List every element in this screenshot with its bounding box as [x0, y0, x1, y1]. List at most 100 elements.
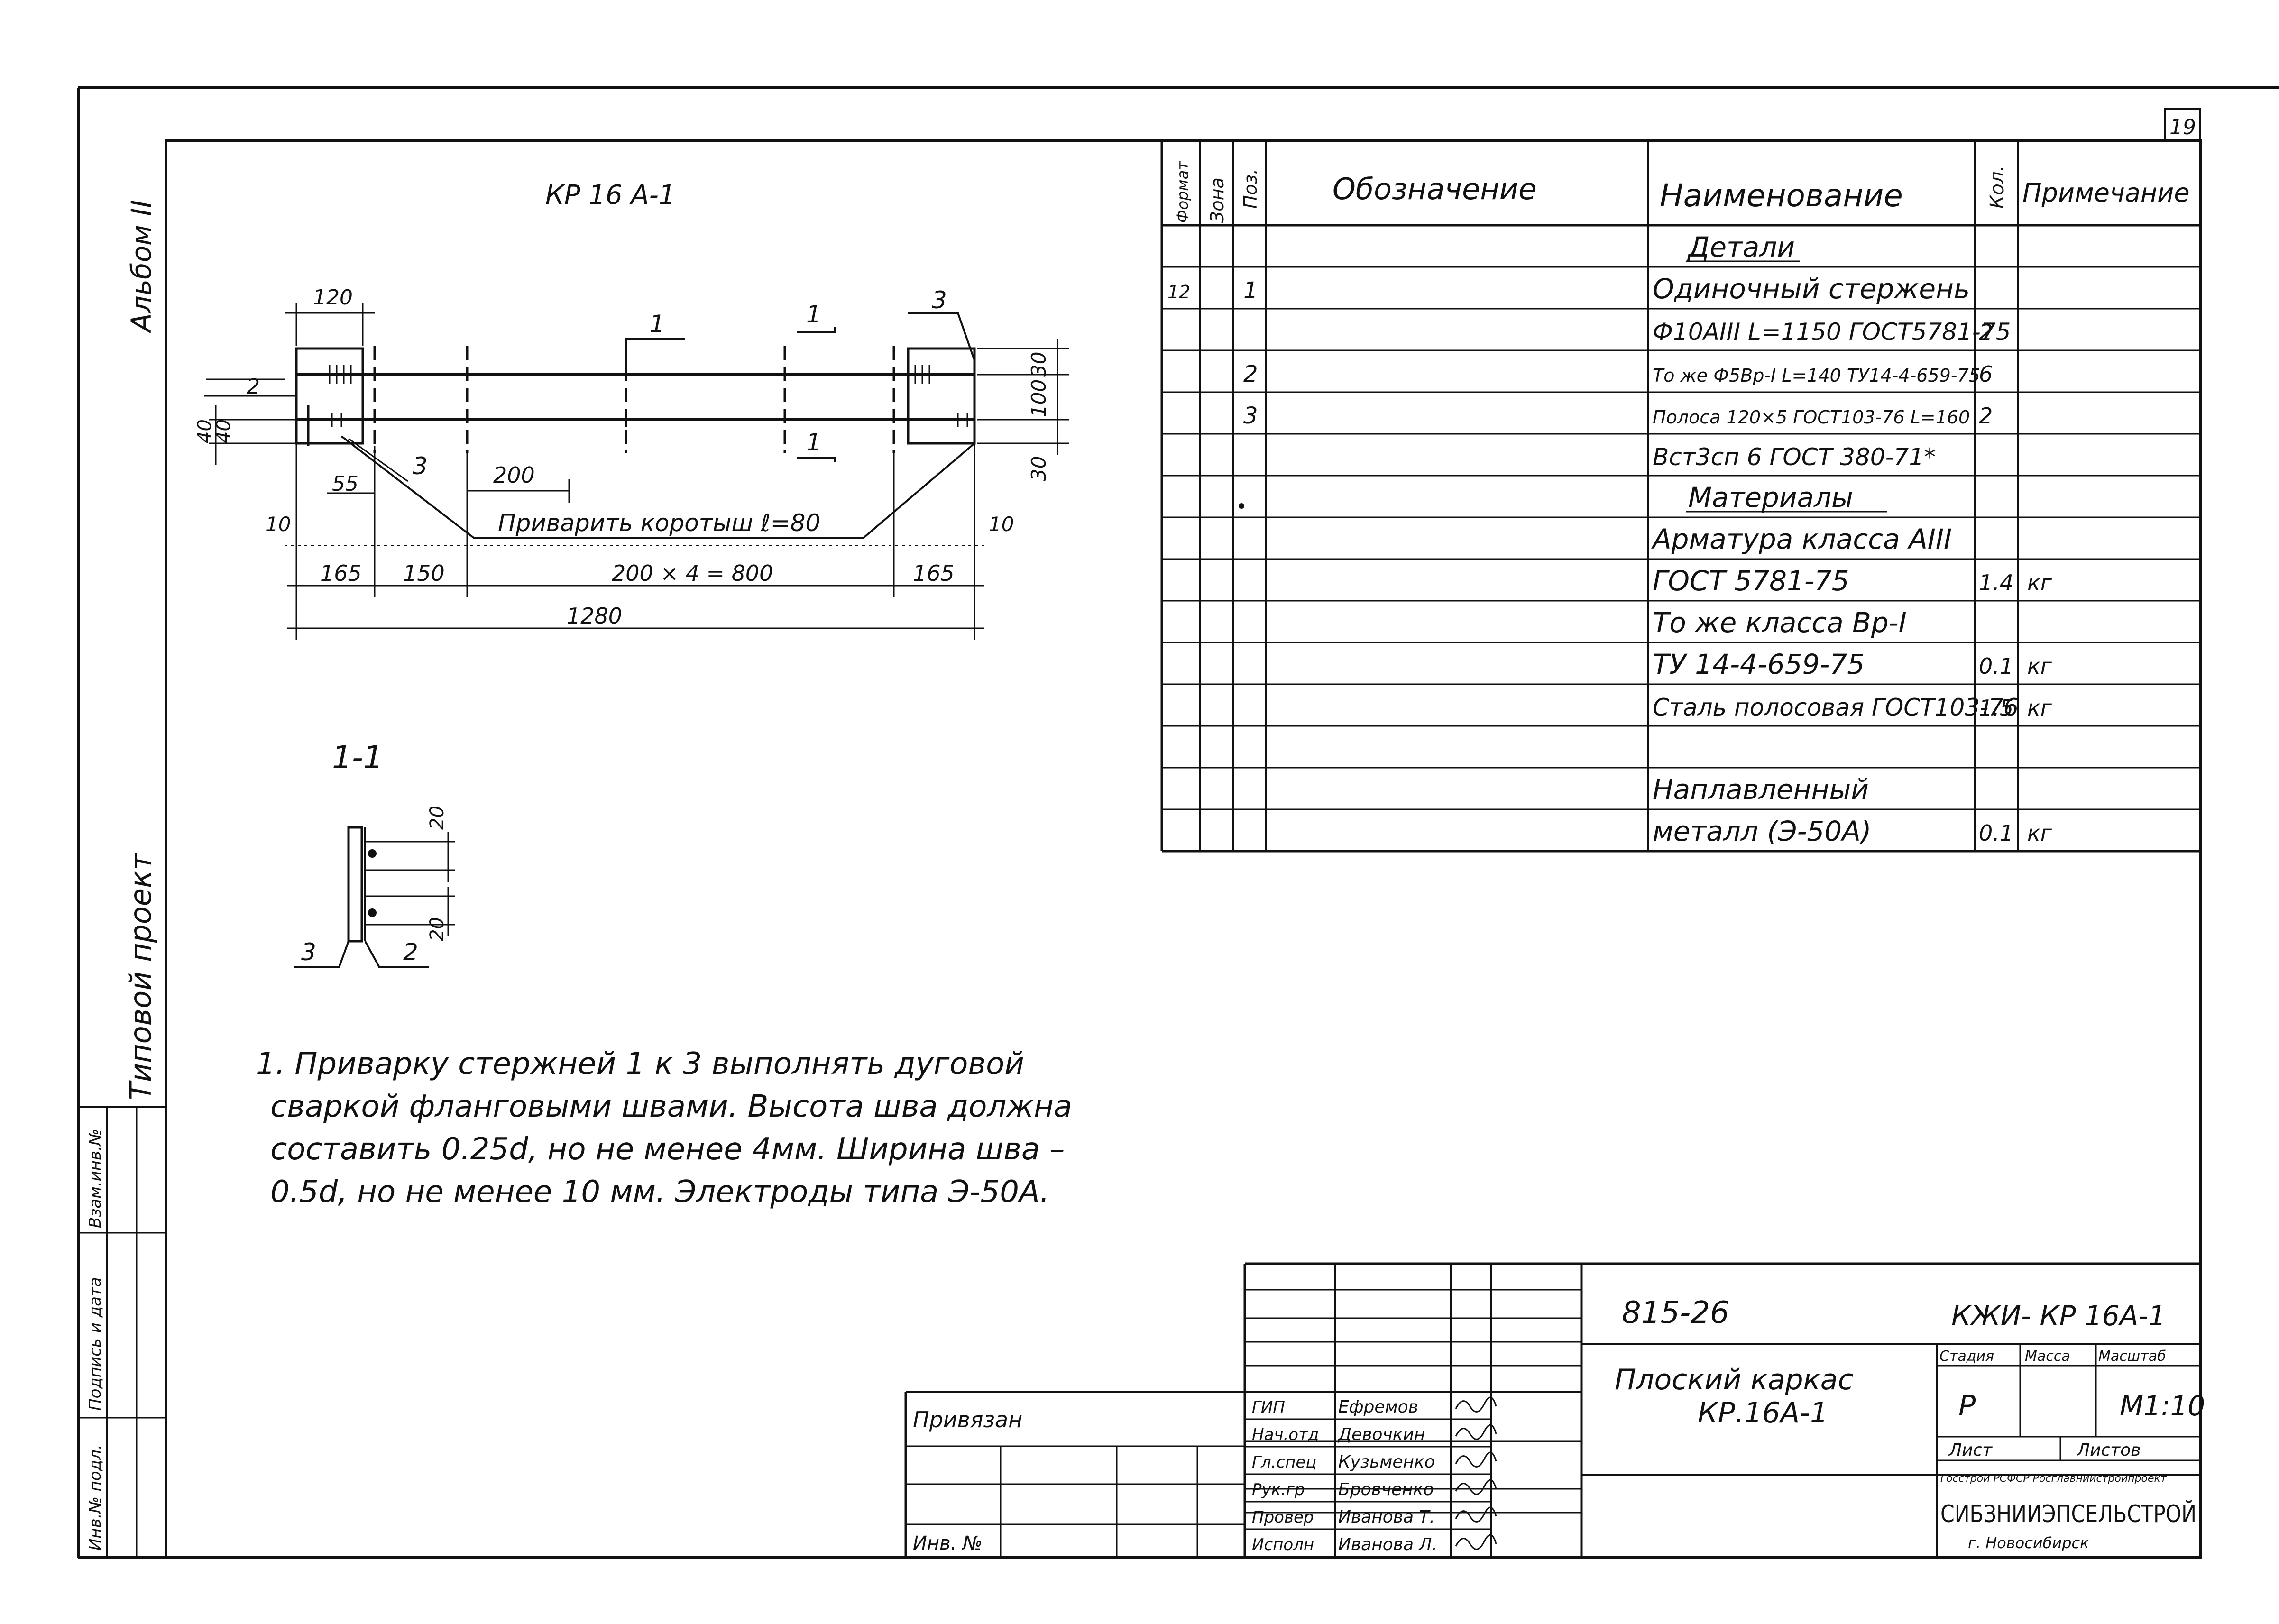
spec-cell-name: Вст3сп 6 ГОСТ 380-71*: [1653, 443, 1936, 471]
lead-3-label: 3: [932, 286, 947, 314]
leader-3-top: [908, 312, 975, 361]
spec-cell-note: кг: [2027, 570, 2052, 596]
end-plate-right: [907, 347, 976, 445]
dim-left-2: 2: [247, 375, 260, 399]
spec-cell-qty: 1.4: [1979, 570, 2013, 596]
drawing-title: КР 16 А-1: [545, 180, 676, 211]
spec-cell-name: ТУ 14-4-659-75: [1653, 648, 1865, 680]
signature-mark: [1455, 1396, 1497, 1413]
spec-cell-pos: 1: [1243, 277, 1258, 304]
section-title: 1-1: [332, 739, 383, 776]
tb-staff-name: Иванова Л.: [1338, 1535, 1437, 1554]
dim-120: 120: [313, 285, 353, 310]
tb-bound-label: Привязан: [913, 1407, 1022, 1432]
spec-cell-note: кг: [2027, 695, 2052, 721]
dim-r30a: 30: [1027, 352, 1050, 377]
dim-1280: 1280: [567, 603, 622, 629]
dim-left-40b: 40: [213, 419, 235, 443]
left-stamp: [78, 1106, 166, 1558]
spec-cell-name: ГОСТ 5781-75: [1653, 565, 1849, 597]
spec-header-designation: Обозначение: [1332, 172, 1536, 206]
dim-10-right: 10: [989, 513, 1014, 536]
dim-200: 200: [493, 462, 535, 488]
spec-cell-qty: 2: [1979, 403, 1993, 429]
spec-cell-name: Сталь полосовая ГОСТ103-76: [1653, 694, 2019, 721]
dim-mid-3: 3: [413, 452, 428, 480]
album-label: Альбом II: [125, 200, 157, 334]
note-line-2: сваркой фланговыми швами. Высота шва дол…: [270, 1089, 1072, 1124]
spec-cell-name: Ф10АIII L=1150 ГОСТ5781-75: [1653, 318, 2011, 346]
notes-block: 1. Приварку стержней 1 к 3 выполнять дуг…: [256, 1046, 1072, 1210]
section-dim-a: 20: [426, 806, 448, 830]
spec-cell-note: кг: [2027, 653, 2052, 679]
spec-cell-note: кг: [2027, 820, 2052, 846]
spec-header-zone: Зона: [1207, 177, 1228, 223]
spec-cell-name: Арматура класса АIII: [1651, 523, 1952, 555]
dim-left-40a: 40: [194, 419, 216, 443]
note-line-3: составить 0.25d, но не менее 4мм. Ширина…: [270, 1132, 1065, 1167]
tb-title-line2: КР.16А-1: [1698, 1396, 1828, 1430]
tb-staff-name: Девочкин: [1337, 1425, 1425, 1444]
sheet-number: 19: [2169, 115, 2196, 139]
tb-org3: г. Новосибирск: [1968, 1534, 2089, 1552]
weld-note: Приварить коротыш ℓ=80: [498, 509, 820, 537]
spec-cell-qty: 1.5: [1979, 695, 2013, 721]
tb-stage-value: Р: [1958, 1389, 1976, 1422]
tb-staff-role: Рук.гр: [1252, 1480, 1305, 1499]
spec-header-format: Формат: [1174, 161, 1192, 223]
spec-header-name: Наименование: [1660, 177, 1903, 214]
spec-cell-pos: 3: [1243, 403, 1258, 429]
tb-staff-role: Гл.спец: [1252, 1453, 1316, 1472]
section-pos-2: 2: [403, 938, 418, 966]
tb-staff-role: Исполн: [1252, 1535, 1314, 1554]
tb-inv-label: Инв. №: [913, 1532, 983, 1554]
spec-cell-format: 12: [1167, 282, 1190, 303]
tb-staff-name: Кузьменко: [1338, 1452, 1435, 1472]
spec-cell-qty: 6: [1979, 361, 1993, 387]
frame-elevation: [295, 346, 976, 453]
spec-cell-name: Детали: [1687, 231, 1795, 263]
tb-sheet-label: Лист: [1948, 1440, 1993, 1460]
spec-cell-qty: 2: [1979, 320, 1993, 345]
note-line-4: 0.5d, но не менее 10 мм. Электроды типа …: [270, 1174, 1049, 1210]
side-col-inv: Инв.№ подл.: [86, 1444, 105, 1551]
tb-mass-label: Масса: [2025, 1348, 2070, 1365]
section-cut-marks: [625, 327, 836, 462]
spec-header-note: Примечание: [2022, 178, 2190, 208]
dim-800: 200 × 4 = 800: [612, 560, 773, 586]
tb-staff-name: Бровченко: [1338, 1480, 1434, 1499]
spec-cell-pos: 2: [1243, 361, 1258, 387]
side-col-replace: Взам.инв.№: [86, 1129, 105, 1228]
dim-bottom-chain: [285, 443, 984, 640]
spec-header-pos: Поз.: [1240, 169, 1261, 209]
weld-leader: [340, 435, 975, 539]
dim-top-120: [285, 303, 375, 346]
dim-55: 55: [332, 472, 358, 496]
dim-left-stack: [204, 378, 296, 465]
spec-cell-name: То же класса Вр-I: [1653, 606, 1907, 639]
spec-cell-name: Одиночный стержень: [1653, 273, 1970, 305]
cut-label-1c: 1: [806, 429, 821, 456]
signature-mark: [1455, 1534, 1497, 1550]
tb-staff-role: Провер: [1252, 1508, 1314, 1527]
tb-scale-value: М1:10: [2120, 1390, 2205, 1422]
signature-mark: [1455, 1479, 1497, 1495]
tb-sheets-label: Листов: [2076, 1440, 2141, 1460]
section-dim-b: 20: [426, 917, 448, 941]
signature-mark: [1455, 1506, 1497, 1523]
dim-r100: 100: [1027, 379, 1050, 417]
spec-header-qty: Кол.: [1986, 165, 2008, 209]
tb-staff-name: Ефремов: [1338, 1397, 1418, 1417]
tb-doc-number: 815-26: [1622, 1295, 1729, 1330]
spec-cell-name: Материалы: [1688, 481, 1853, 514]
tb-scale-label: Масштаб: [2098, 1348, 2166, 1365]
tb-staff-name: Иванова Т.: [1338, 1507, 1435, 1527]
dim-165a: 165: [320, 560, 362, 586]
tb-code: КЖИ- КР 16А-1: [1951, 1300, 2166, 1332]
cut-label-1b: 1: [806, 301, 821, 328]
tb-title-line1: Плоский каркас: [1615, 1363, 1854, 1396]
tb-staff-role: Нач.отд: [1252, 1425, 1319, 1444]
dim-r30b: 30: [1027, 456, 1050, 481]
